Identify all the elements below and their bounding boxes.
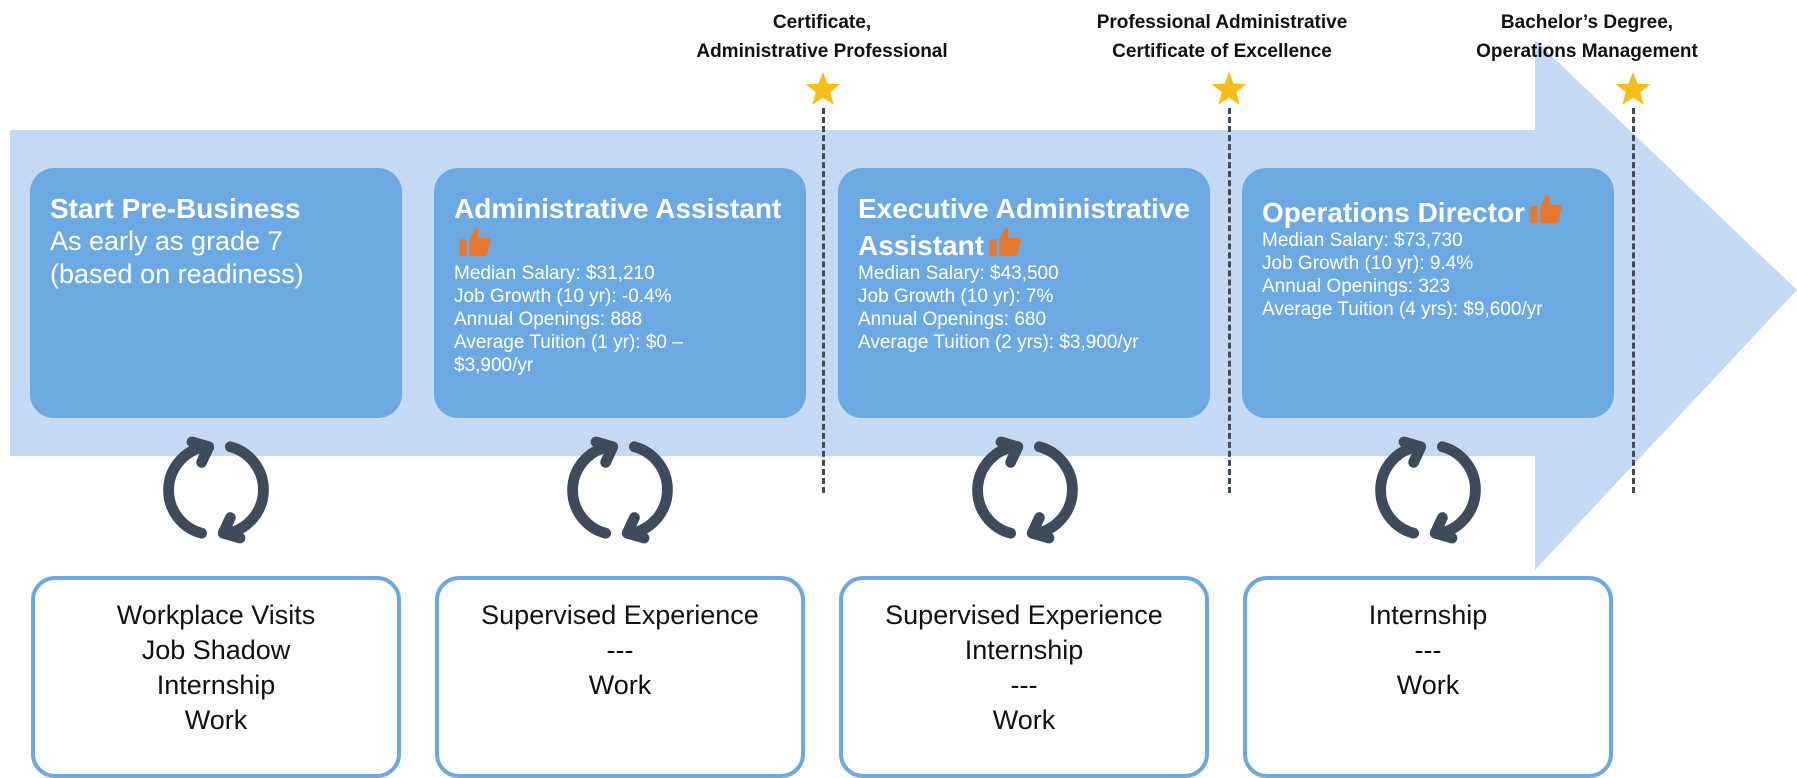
experience-box-4: Internship --- Work: [1243, 576, 1613, 778]
job-growth: Job Growth (10 yr): -0.4%: [454, 286, 672, 307]
credential-label-1: Certificate,Administrative Professional: [696, 12, 948, 62]
job-growth: Job Growth (10 yr): 9.4%: [1262, 253, 1474, 274]
card-subtitle: As early as grade 7: [50, 226, 283, 256]
star-icon: [1615, 71, 1651, 105]
average-tuition: Average Tuition (4 yrs): $9,600/yr: [1262, 299, 1543, 320]
annual-openings: Annual Openings: 888: [454, 309, 643, 330]
card-title: Start Pre-Business: [50, 193, 301, 224]
card-subtitle: (based on readiness): [50, 259, 304, 289]
thumbs-up-icon: [989, 227, 1021, 257]
annual-openings: Annual Openings: 323: [1262, 276, 1451, 297]
cycle-arrows-icon: [972, 436, 1078, 544]
credential-label-3: Bachelor’s Degree,Operations Management: [1476, 12, 1698, 62]
average-tuition-cont: $3,900/yr: [454, 355, 534, 376]
cycle-arrows-icon: [567, 436, 673, 544]
card-title: Executive Administrative: [858, 193, 1190, 224]
experience-box-1: Workplace Visits Job Shadow Internship W…: [31, 576, 401, 778]
card-title: Administrative Assistant: [454, 192, 786, 262]
cycle-arrows-icon: [1375, 436, 1481, 544]
job-growth: Job Growth (10 yr): 7%: [858, 286, 1054, 307]
median-salary: Median Salary: $73,730: [1262, 230, 1463, 251]
cycle-arrows-icon: [163, 436, 269, 544]
milestone-line: [1632, 108, 1635, 493]
median-salary: Median Salary: $31,210: [454, 263, 655, 284]
milestone-line: [1228, 108, 1231, 493]
card-title: Operations Director: [1262, 192, 1594, 229]
median-salary: Median Salary: $43,500: [858, 263, 1059, 284]
career-card-operations-director: Operations Director Median Salary: $73,7…: [1242, 168, 1614, 418]
thumbs-up-icon: [1530, 194, 1562, 224]
thumbs-up-icon: [459, 227, 491, 257]
experience-box-3: Supervised Experience Internship --- Wor…: [839, 576, 1209, 778]
experience-box-2: Supervised Experience --- Work: [435, 576, 805, 778]
career-card-start: Start Pre-Business As early as grade 7 (…: [30, 168, 402, 418]
average-tuition: Average Tuition (1 yr): $0 –: [454, 332, 683, 353]
star-icon: [805, 71, 841, 105]
star-icon: [1211, 71, 1247, 105]
career-card-executive-administrative-assistant: Executive Administrative Assistant Media…: [838, 168, 1210, 418]
average-tuition: Average Tuition (2 yrs): $3,900/yr: [858, 332, 1139, 353]
annual-openings: Annual Openings: 680: [858, 309, 1047, 330]
milestone-line: [822, 108, 825, 493]
card-title-line2: Assistant: [858, 225, 1190, 262]
career-card-administrative-assistant: Administrative Assistant Median Salary: …: [434, 168, 806, 418]
